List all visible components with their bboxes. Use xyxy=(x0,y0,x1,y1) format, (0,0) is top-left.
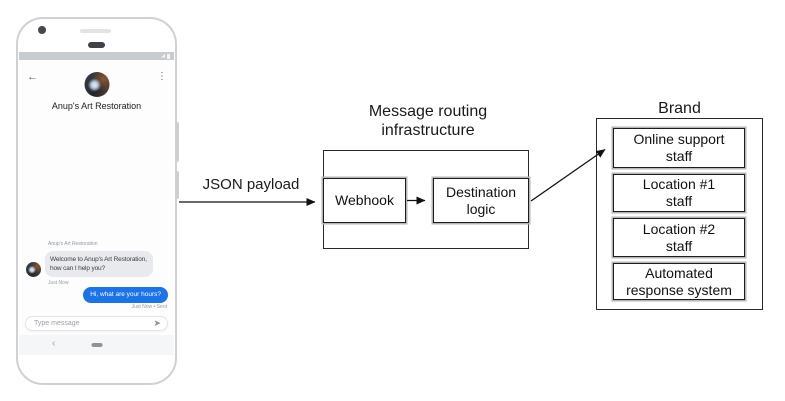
brand-item-automated-response: Automated response system xyxy=(613,263,745,300)
chat-title: Anup's Art Restoration xyxy=(51,101,142,111)
brand-item-location-1: Location #1 staff xyxy=(613,174,745,212)
json-payload-label: JSON payload xyxy=(202,176,300,193)
destination-label: Destination logic xyxy=(445,183,517,217)
message-input[interactable] xyxy=(26,317,154,330)
nav-back-icon[interactable]: ‹ xyxy=(52,338,56,349)
chat-header: ← ⋮ Anup's Art Restoration xyxy=(19,60,174,111)
brand-item-label: Online support staff xyxy=(633,131,725,164)
brand-item-label: Location #2 staff xyxy=(642,220,716,254)
sender-label: Anup's Art Restoration xyxy=(48,241,98,247)
outgoing-timestamp: Just Now • Sent xyxy=(131,304,167,310)
nav-home-pill[interactable] xyxy=(91,343,102,347)
avatar xyxy=(26,262,41,277)
speaker-slot xyxy=(80,29,111,33)
power-button xyxy=(175,122,179,162)
incoming-message-bubble: Welcome to Anup's Art Restoration, how c… xyxy=(45,251,153,278)
status-bar: ◢ xyxy=(19,52,174,60)
destination-box: Destination logic xyxy=(433,178,529,223)
overflow-menu-icon[interactable]: ⋮ xyxy=(157,71,167,82)
signal-icon: ◢ xyxy=(161,52,165,59)
brand-item-label: Location #1 staff xyxy=(642,176,716,209)
phone-mockup: ◢ ← ⋮ Anup's Art Restoration Anup's Art … xyxy=(16,17,179,385)
destination-to-brand-arrow xyxy=(530,148,606,202)
webhook-box: Webhook xyxy=(323,178,406,223)
front-camera xyxy=(38,26,46,34)
webhook-label: Webhook xyxy=(335,192,394,209)
incoming-timestamp: Just Now xyxy=(48,280,69,286)
brand-title: Brand xyxy=(658,100,701,117)
volume-button xyxy=(175,171,179,199)
message-composer: ➤ xyxy=(25,316,168,331)
brand-item-location-2: Location #2 staff xyxy=(613,218,745,257)
battery-icon xyxy=(167,53,170,59)
brand-item-online-support: Online support staff xyxy=(613,128,745,168)
earpiece xyxy=(88,42,105,48)
back-icon[interactable]: ← xyxy=(27,71,38,83)
phone-screen: ◢ ← ⋮ Anup's Art Restoration Anup's Art … xyxy=(19,52,174,355)
routing-title: Message routing infrastructure xyxy=(368,103,488,139)
send-icon[interactable]: ➤ xyxy=(153,318,161,328)
avatar xyxy=(84,72,109,97)
brand-item-label: Automated response system xyxy=(626,264,732,298)
outgoing-message-bubble: Hi, what are your hours? xyxy=(83,287,168,303)
android-nav-bar: ‹ xyxy=(19,335,174,355)
